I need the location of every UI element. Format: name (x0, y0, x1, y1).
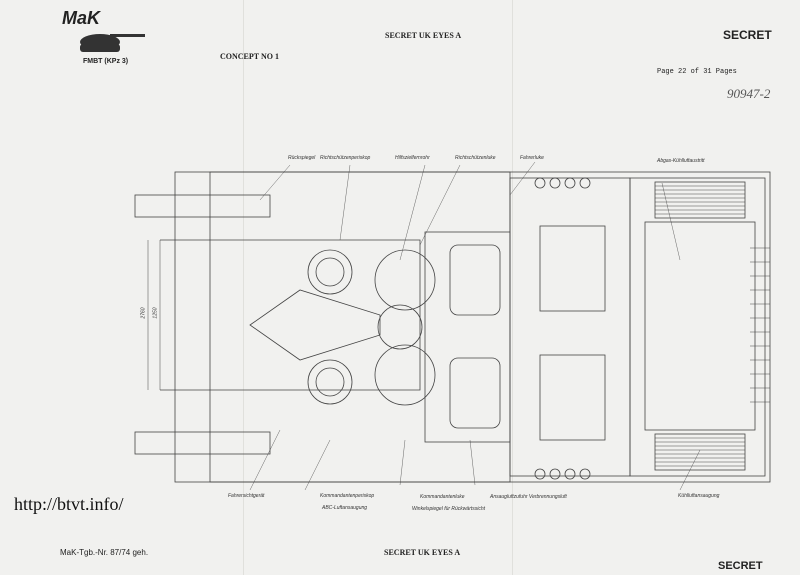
page-info: Page 22 of 31 Pages (657, 68, 737, 76)
label-fahrersichtgeraet: Fahrersichtgerät (228, 493, 265, 499)
label-hilfszielfernrohr: Hilfszielfernrohr (395, 155, 430, 161)
label-richtschuetzenperiskop: Richtschützenperiskop (320, 155, 371, 161)
logo: MaK (62, 8, 101, 28)
fold-line (512, 0, 513, 575)
label-kuehlluft: Kühlluftansaugung (678, 493, 720, 499)
dimension-1250: 1250 (152, 307, 159, 319)
secret-top: SECRET (723, 28, 772, 42)
label-kommandantenperiskop: Kommandantenperiskop (320, 493, 375, 499)
label-kommandantenluke: Kommandantenluke (420, 494, 465, 500)
handwritten-ref: 90947-2 (727, 86, 771, 101)
secret-bottom: SECRET (718, 560, 763, 572)
label-abgas: Abgas-Kühlluftaustritt (657, 158, 705, 164)
label-rueckspiegel: Rückspiegel (288, 155, 316, 161)
watermark-url: http://btvt.info/ (14, 494, 124, 514)
label-fahrerluke: Fahrerluke (520, 155, 544, 161)
label-winkelspiegel: Winkelspiegel für Rückwärtssicht (412, 506, 486, 512)
doc-number: MaK-Tgb.-Nr. 87/74 geh. (60, 548, 149, 557)
logo-subtitle: FMBT (KPz 3) (83, 58, 129, 65)
concept-title: CONCEPT NO 1 (220, 52, 279, 61)
label-ansaugluft: Ansaugluftzufuhr Verbrennungsluft (490, 494, 567, 500)
classification-bottom: SECRET UK EYES A (384, 548, 461, 557)
label-richtschuetzenluke: Richtschützenluke (455, 155, 496, 161)
classification-top: SECRET UK EYES A (385, 31, 462, 40)
label-abc: ABC-Luftansaugung (322, 505, 368, 511)
dimension-2760: 2760 (140, 307, 147, 319)
fold-line (243, 0, 244, 575)
